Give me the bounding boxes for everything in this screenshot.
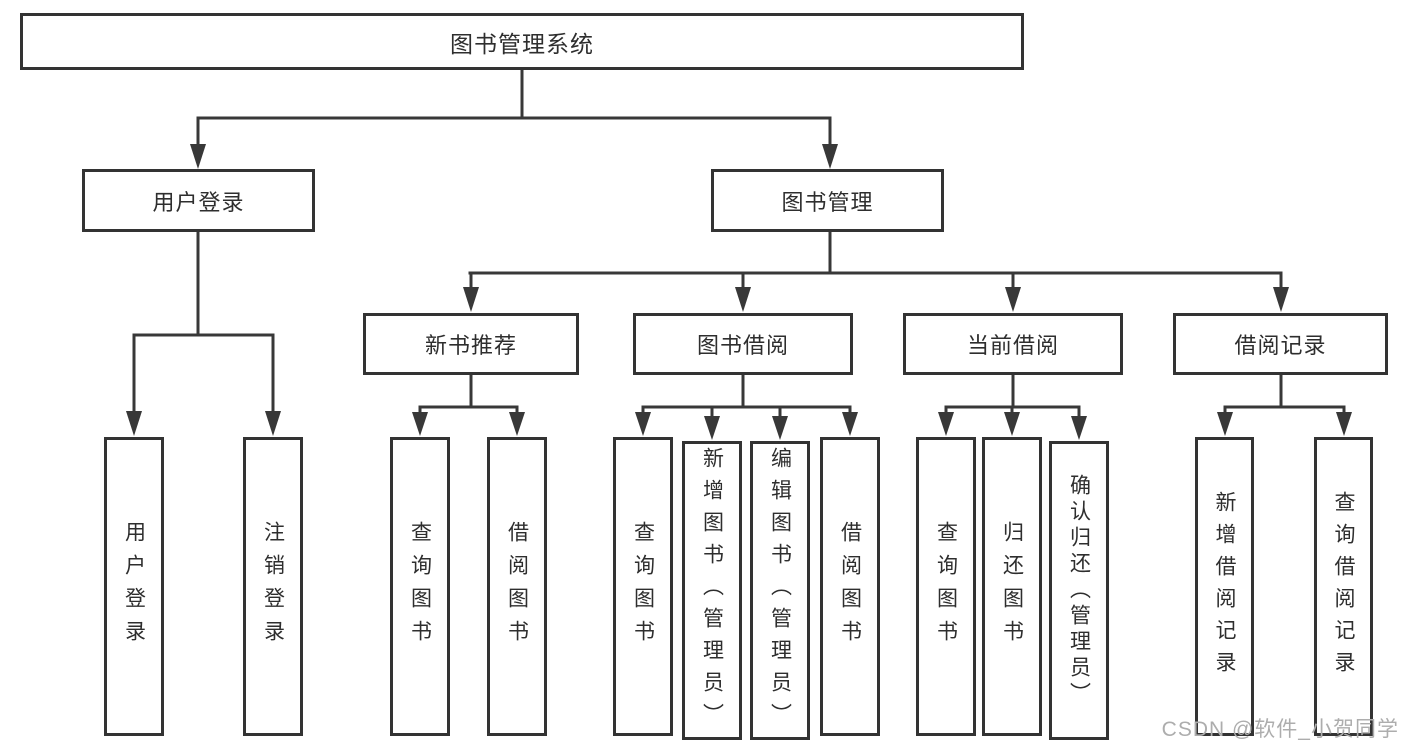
leaf-label: 查询图书: [631, 520, 655, 653]
leaf-logout-login: 注销登录: [243, 437, 303, 736]
leaf-label: 注销登录: [261, 520, 285, 653]
leaf-label: 归还图书: [1000, 520, 1024, 653]
connector-borrow-record-children: [1223, 372, 1346, 416]
leaf-add-book-admin: 新增图书（管理员）: [682, 441, 742, 740]
node-label: 图书借阅: [696, 333, 789, 358]
leaf-label: 编辑图书（管理员）: [768, 446, 792, 735]
leaf-query-book-current: 查询图书: [916, 437, 976, 736]
node-current-borrow: 当前借阅: [903, 313, 1123, 375]
leaf-query-book-newbook: 查询图书: [390, 437, 450, 736]
connector-current-borrow-children: [944, 372, 1081, 420]
leaf-add-borrow-record: 新增借阅记录: [1195, 437, 1254, 736]
leaf-label: 确认归还（管理员）: [1067, 473, 1091, 708]
node-label: 用户登录: [152, 189, 245, 215]
leaf-label: 借阅图书: [838, 520, 862, 653]
leaf-edit-book-admin: 编辑图书（管理员）: [750, 441, 810, 740]
node-label: 图书管理系统: [450, 30, 594, 57]
leaf-label: 用户登录: [122, 520, 146, 653]
leaf-label: 新增图书（管理员）: [700, 446, 724, 735]
leaf-confirm-return-admin: 确认归还（管理员）: [1049, 441, 1109, 740]
leaf-query-book-borrow: 查询图书: [613, 437, 673, 736]
leaf-borrow-book-borrow: 借阅图书: [820, 437, 880, 736]
node-book-management: 图书管理: [711, 169, 944, 232]
node-library-management-system: 图书管理系统: [20, 13, 1024, 70]
node-book-borrow: 图书借阅: [633, 313, 853, 375]
leaf-user-login: 用户登录: [104, 437, 164, 736]
node-label: 当前借阅: [966, 333, 1059, 358]
node-label: 新书推荐: [424, 333, 517, 358]
leaf-query-borrow-record: 查询借阅记录: [1314, 437, 1373, 736]
leaf-label: 借阅图书: [505, 520, 529, 653]
node-user-login: 用户登录: [82, 169, 315, 232]
node-label: 借阅记录: [1234, 333, 1327, 358]
arrowheads: [126, 144, 1352, 440]
leaf-label: 新增借阅记录: [1213, 490, 1236, 683]
csdn-watermark: CSDN @软件_小贺同学: [1161, 718, 1399, 741]
node-new-book-recommend: 新书推荐: [363, 313, 579, 375]
connector-book-mgmt-to-level3: [468, 230, 1283, 291]
connector-book-borrow-children: [641, 372, 852, 420]
connector-root-to-level2: [196, 68, 832, 148]
leaf-label: 查询借阅记录: [1332, 490, 1355, 683]
leaf-return-book: 归还图书: [982, 437, 1042, 736]
connector-new-book-children: [418, 372, 519, 416]
connector-user-login-children: [132, 230, 275, 415]
leaf-borrow-book-newbook: 借阅图书: [487, 437, 547, 736]
node-label: 图书管理: [781, 189, 874, 215]
leaf-label: 查询图书: [408, 520, 432, 653]
leaf-label: 查询图书: [934, 520, 958, 653]
node-borrow-records: 借阅记录: [1173, 313, 1388, 375]
